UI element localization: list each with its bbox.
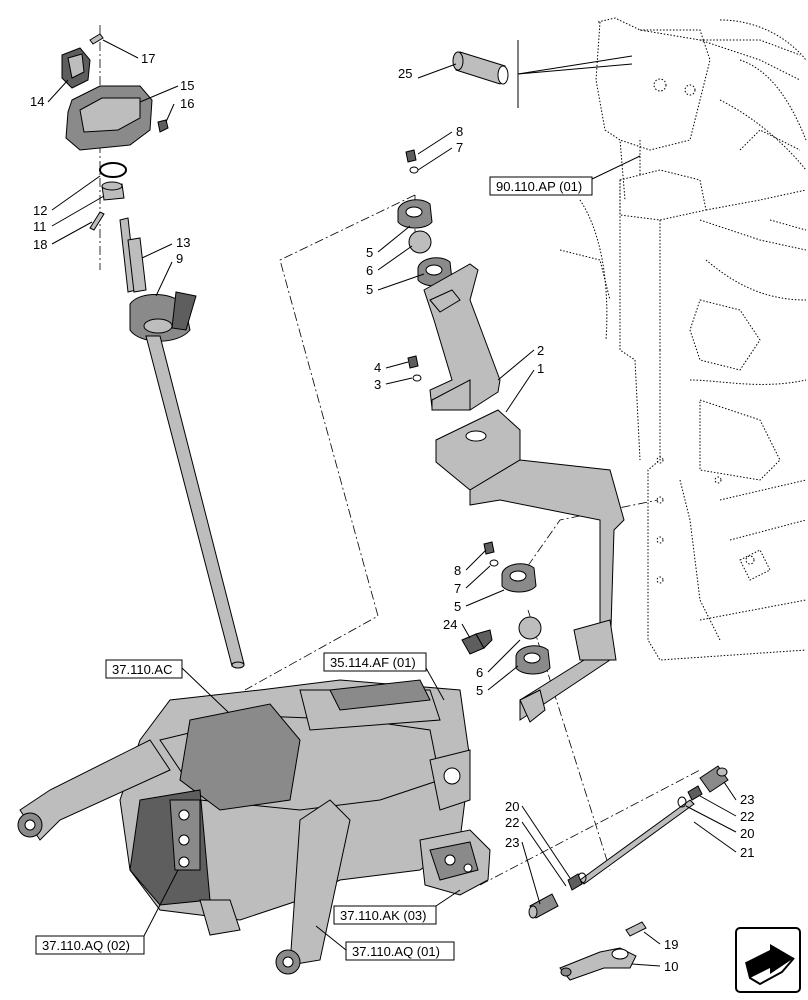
lever-rod (145, 335, 245, 669)
lever-knob-14 (61, 47, 91, 89)
callout-23-left: 23 (505, 835, 519, 850)
callout-8-top: 8 (456, 124, 463, 139)
callout-20-left: 20 (505, 799, 519, 814)
washer-7-bottom (489, 559, 499, 567)
rod-end-23-left (528, 893, 559, 919)
callout-22-left: 22 (505, 815, 519, 830)
reference-37-110-ac[interactable]: 37.110.AC (105, 659, 183, 679)
ball-joint-6-bottom (518, 616, 542, 640)
svg-text:37.110.AQ (01): 37.110.AQ (01) (352, 944, 440, 959)
gear-sector-9 (129, 291, 197, 342)
callout-6-a: 6 (366, 263, 373, 278)
collar-11 (101, 181, 125, 201)
svg-text:37.110.AC: 37.110.AC (112, 662, 172, 677)
nut-22-right (687, 785, 703, 801)
washer-7-top (409, 166, 419, 174)
callout-17: 17 (141, 51, 155, 66)
callout-9: 9 (176, 251, 183, 266)
ball-joint-6-top (408, 230, 432, 254)
lift-housing (17, 679, 471, 975)
pin-17 (89, 33, 104, 45)
next-page-arrow-icon[interactable] (735, 927, 801, 993)
reference-37-110-aq-01[interactable]: 37.110.AQ (01) (345, 941, 455, 961)
lever-cover-15 (65, 85, 153, 151)
nut-22-left (567, 873, 583, 891)
callout-25: 25 (398, 66, 412, 81)
callout-5-b: 5 (366, 282, 373, 297)
callout-10: 10 (664, 959, 678, 974)
flange-5-top (397, 199, 433, 229)
callout-4: 4 (374, 360, 381, 375)
svg-text:37.110.AQ (02): 37.110.AQ (02) (42, 938, 130, 953)
bolt-4 (407, 355, 419, 369)
callout-20-right: 20 (740, 826, 754, 841)
screw-16 (157, 119, 169, 133)
shaft-13 (119, 217, 147, 293)
leader-lines (47, 39, 737, 967)
callout-12: 12 (33, 203, 47, 218)
svg-text:37.110.AK (03): 37.110.AK (03) (340, 908, 426, 923)
callout-19: 19 (664, 937, 678, 952)
flange-5-bottom (515, 645, 551, 675)
svg-text:90.110.AP (01): 90.110.AP (01) (496, 179, 582, 194)
callout-14: 14 (30, 94, 44, 109)
callout-6-b: 6 (476, 665, 483, 680)
spring-pin-18 (89, 211, 105, 231)
callout-5-d: 5 (476, 683, 483, 698)
reference-90-110-ap[interactable]: 90.110.AP (01) (489, 176, 593, 196)
sleeve-25 (452, 51, 509, 85)
rod-end-23-right (699, 765, 729, 793)
callout-15: 15 (180, 78, 194, 93)
callout-7-top: 7 (456, 140, 463, 155)
reference-37-110-ak[interactable]: 37.110.AK (03) (333, 905, 437, 925)
bolt-8-bottom (483, 541, 495, 555)
callout-3: 3 (374, 377, 381, 392)
callout-8-bottom: 8 (454, 563, 461, 578)
callout-24: 24 (443, 617, 457, 632)
lever-arm-10 (559, 947, 637, 981)
callout-7-bottom: 7 (454, 581, 461, 596)
washer-3 (412, 374, 422, 382)
main-bracket-1 (435, 409, 625, 723)
callout-18: 18 (33, 237, 47, 252)
reference-35-114-af[interactable]: 35.114.AF (01) (323, 652, 427, 672)
callout-5-c: 5 (454, 599, 461, 614)
callout-22-right: 22 (740, 809, 754, 824)
callout-2: 2 (537, 343, 544, 358)
callout-23-right: 23 (740, 792, 754, 807)
reference-37-110-aq-02[interactable]: 37.110.AQ (02) (35, 935, 145, 955)
callout-1: 1 (537, 361, 544, 376)
washer-20-right (677, 796, 687, 808)
bolt-24 (461, 629, 493, 655)
callout-21: 21 (740, 845, 754, 860)
valve-block (419, 829, 491, 896)
callout-16: 16 (180, 96, 194, 111)
circlip-12 (99, 162, 127, 178)
svg-text:35.114.AF (01): 35.114.AF (01) (330, 655, 416, 670)
flange-5-lower (501, 563, 537, 593)
upper-bracket-2 (423, 263, 501, 411)
callout-11: 11 (33, 219, 47, 234)
callout-13: 13 (176, 235, 190, 250)
linkage-rod-21 (579, 799, 695, 885)
callout-5-a: 5 (366, 245, 373, 260)
pin-19 (625, 921, 647, 937)
bolt-8-top (405, 149, 417, 163)
callout-numbers: 17 14 15 16 12 11 18 13 9 25 8 7 5 6 5 4… (30, 51, 754, 974)
tractor-frame-outline (559, 17, 807, 661)
